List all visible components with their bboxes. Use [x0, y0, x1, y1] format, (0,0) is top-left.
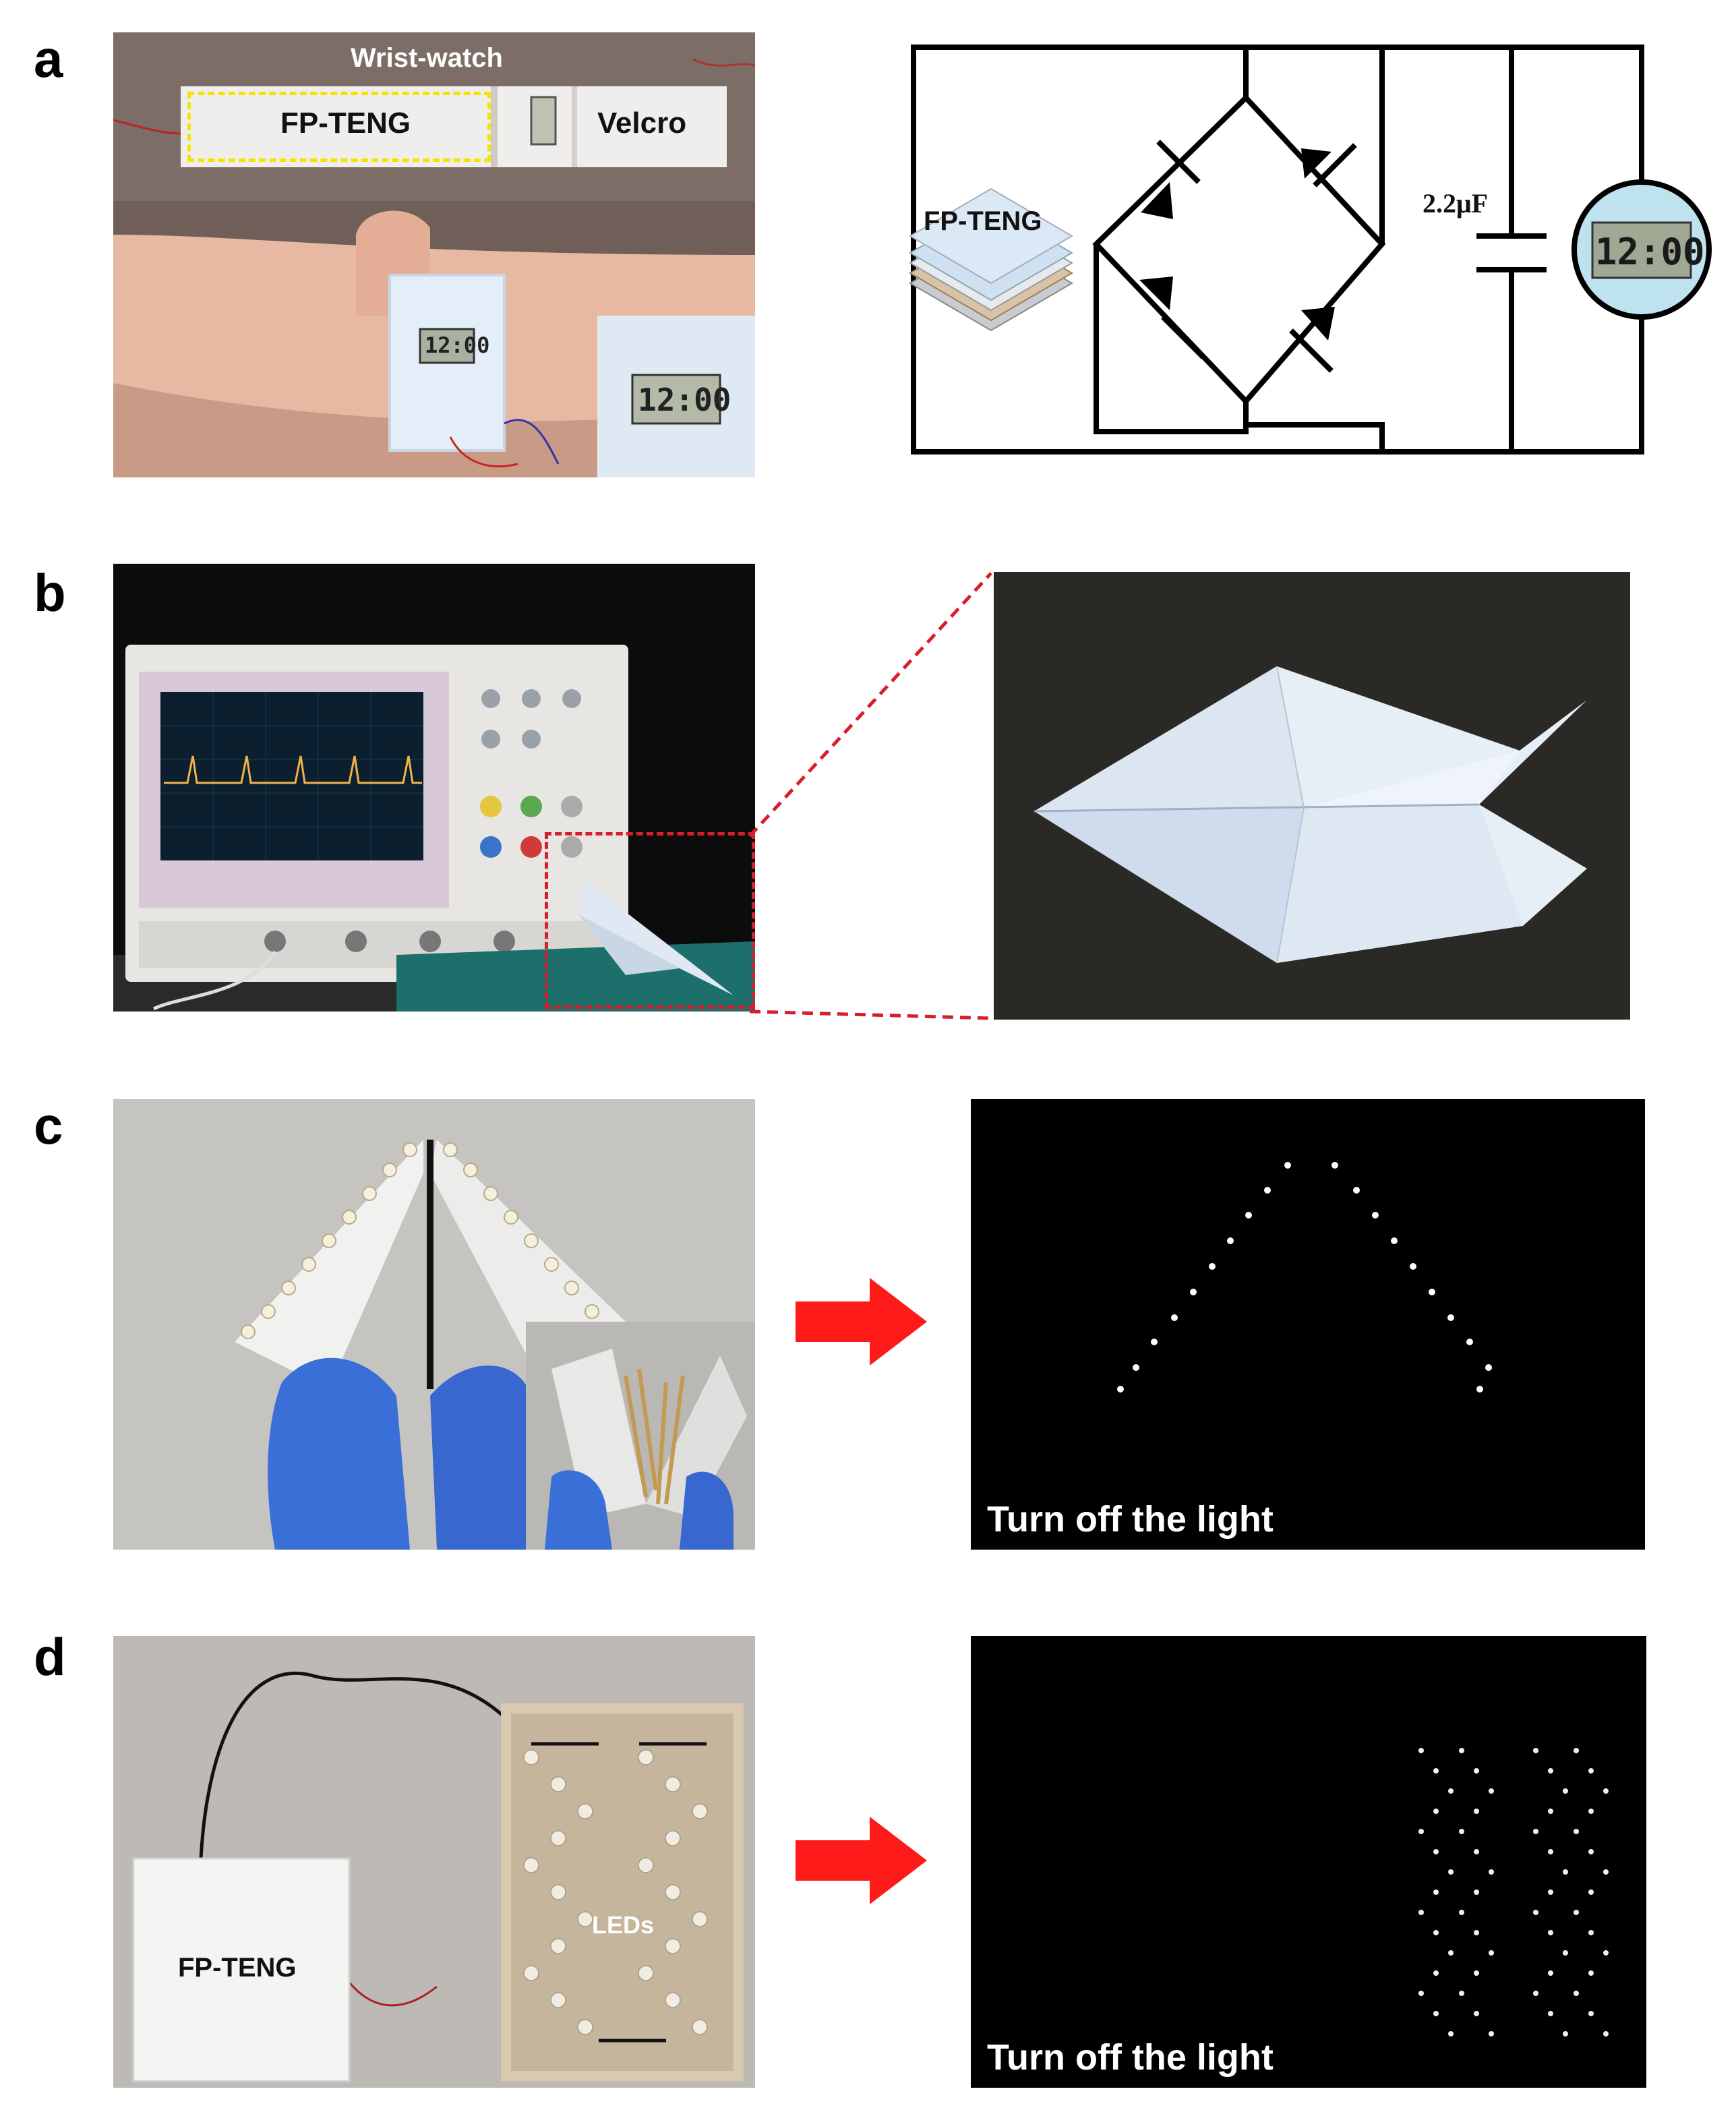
wrist-lcd-time: 12:00: [425, 332, 490, 358]
dark-caption-c: Turn off the light: [987, 1499, 1274, 1540]
capacitor-label: 2.2μF: [1423, 188, 1489, 218]
led-airplane-lit-photo: [113, 1099, 755, 1550]
rectifier-circuit-diagram: FP-TENG 2.2μF 12:00: [897, 34, 1719, 465]
circuit-display-time: 12:00: [1595, 231, 1705, 273]
panel-letter-a: a: [34, 29, 63, 88]
leds-label: LEDs: [592, 1911, 655, 1939]
led-airplane-dark-photo: Turn off the light: [971, 1099, 1645, 1550]
dark-caption-d: Turn off the light: [987, 2037, 1274, 2078]
arrow-right-icon: [796, 1278, 927, 1366]
fp-teng-highlight-box: [187, 92, 491, 162]
fp-teng-sheet-label: FP-TENG: [178, 1953, 297, 1983]
velcro-label: Velcro: [597, 107, 687, 140]
wristwatch-title: Wrist-watch: [351, 43, 503, 73]
breadboard-leds-photo: FP-TENG LEDs: [113, 1636, 755, 2088]
watch-lcd-time: 12:00: [638, 382, 731, 418]
panel-letter-d: d: [34, 1627, 66, 1687]
panel-letter-c: c: [34, 1096, 63, 1155]
wristwatch-photo: Wrist-watch FP-TENG Velcro 12:00 12:00: [113, 32, 755, 477]
circuit-source-label: FP-TENG: [924, 206, 1042, 236]
panel-letter-b: b: [34, 563, 66, 622]
zoom-region-box: [545, 832, 755, 1009]
oscilloscope-photo: [113, 564, 755, 1012]
arrow-right-icon: [796, 1817, 927, 1904]
fp-teng-strip-label: FP-TENG: [280, 107, 411, 140]
paper-airplane-closeup-photo: [994, 572, 1630, 1020]
zoom-connector-lines: [748, 572, 992, 1020]
led-zigzag-dark-photo: Turn off the light: [971, 1636, 1646, 2088]
